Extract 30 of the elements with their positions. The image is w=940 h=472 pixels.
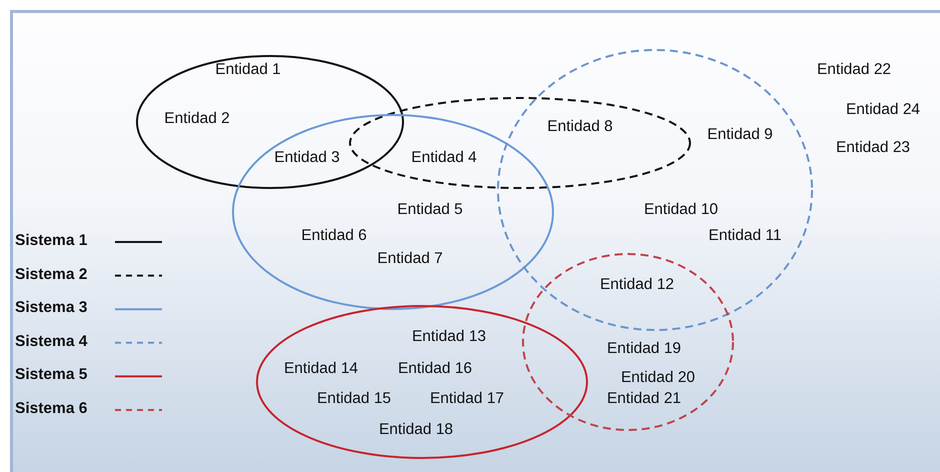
legend-label: Sistema 1 <box>15 232 88 250</box>
entity-label: Entidad 16 <box>398 360 472 378</box>
entity-label: Entidad 4 <box>411 149 477 167</box>
legend-label: Sistema 2 <box>15 266 88 284</box>
entity-label: Entidad 14 <box>284 360 358 378</box>
entity-label: Entidad 13 <box>412 328 486 346</box>
entity-label: Entidad 17 <box>430 390 504 408</box>
entity-label: Entidad 22 <box>816 61 892 79</box>
entity-label: Entidad 8 <box>547 118 613 136</box>
entity-label: Entidad 24 <box>846 101 920 119</box>
legend-label: Sistema 6 <box>15 400 88 418</box>
entity-label: Entidad 10 <box>644 201 718 219</box>
entity-label: Entidad 9 <box>707 126 773 144</box>
entity-label: Entidad 12 <box>600 276 674 294</box>
entity-label: Entidad 3 <box>274 149 340 167</box>
entity-label: Entidad 15 <box>316 390 392 408</box>
entity-label: Entidad 21 <box>606 390 682 408</box>
entity-label: Entidad 11 <box>708 227 782 245</box>
legend-label: Sistema 5 <box>15 366 88 384</box>
entity-label: Entidad 2 <box>164 110 230 128</box>
entity-label: Entidad 6 <box>301 227 367 245</box>
entity-label: Entidad 23 <box>836 139 910 157</box>
legend-label: Sistema 4 <box>15 332 88 351</box>
entity-label: Entidad 18 <box>378 421 454 439</box>
legend-label: Sistema 3 <box>15 299 88 318</box>
entity-label: Entidad 20 <box>620 369 696 387</box>
entity-label: Entidad 7 <box>377 250 443 268</box>
entity-label: Entidad 19 <box>606 340 682 358</box>
entity-label: Entidad 1 <box>215 61 281 79</box>
entity-label: Entidad 5 <box>397 201 463 219</box>
